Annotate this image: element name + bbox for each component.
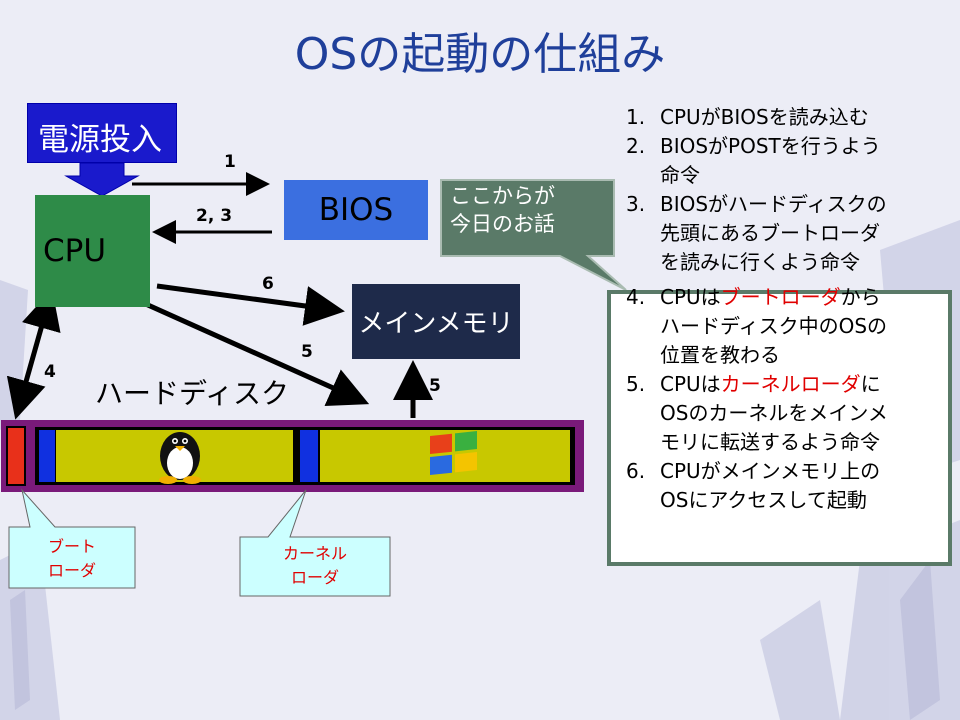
step-text-pre: CPUは [660, 285, 721, 309]
step-text: 命令 [660, 163, 700, 187]
steps-list: 1. CPUがBIOSを読み込む 2. BIOSがPOSTを行うよう 命令 3.… [616, 103, 960, 515]
step-text: CPUがメインメモリ上の [660, 459, 881, 483]
step-number: 3. [626, 192, 646, 216]
step-number: 4. [626, 285, 646, 309]
step-1: 1. CPUがBIOSを読み込む [616, 103, 960, 132]
boot-loader-line-1: ブート [47, 537, 96, 556]
arrow-5-diagonal [108, 285, 370, 406]
step-text: CPUはブートローダから [660, 283, 960, 312]
step-3: 3. BIOSがハードディスクの 先頭にあるブートローダ を読みに行くよう命令 [616, 190, 960, 277]
step-text: ハードディスク中のOSの [660, 314, 888, 338]
steps-frame [607, 290, 952, 566]
power-on-box: 電源投入 [27, 103, 177, 163]
speech-line-1: ここからが [450, 184, 555, 208]
step-4: 4. CPUはブートローダから ハードディスク中のOSの 位置を教わる [616, 283, 960, 370]
step-number: 6. [626, 459, 646, 483]
step-2: 2. BIOSがPOSTを行うよう 命令 [616, 132, 960, 190]
arrow-6 [156, 283, 345, 326]
step-text: OSにアクセスして起動 [660, 488, 867, 512]
hard-disk-label: ハードディスク [95, 377, 290, 410]
kernel-loader-block [300, 430, 318, 482]
bios-box: BIOS [284, 180, 428, 240]
kernel-loader-callout [239, 489, 391, 597]
step-text: 位置を教わる [660, 343, 780, 367]
step-text: モリに転送するよう命令 [660, 430, 880, 454]
step-text-highlight: カーネルローダ [720, 372, 861, 396]
arrow-label-4: 4 [44, 362, 56, 382]
step-text-pre: CPUは [660, 372, 721, 396]
step-text: BIOSがハードディスクの [660, 192, 887, 216]
step-text-post: に [860, 372, 881, 396]
arrow-label-5-diagonal: 5 [301, 342, 313, 362]
kernel-loader-label: カーネル ローダ [240, 542, 390, 590]
arrow-label-1: 1 [224, 152, 236, 172]
step-number: 1. [626, 105, 646, 129]
step-number: 5. [626, 372, 646, 396]
boot-loader-block [6, 426, 26, 486]
step-5: 5. CPUはカーネルローダに OSのカーネルをメインメ モリに転送するよう命令 [616, 370, 960, 457]
windows-logo-icon [430, 431, 477, 475]
step-text: CPUはカーネルローダに [660, 370, 960, 399]
step-text: 先頭にあるブートローダ [660, 221, 880, 245]
arrow-label-2-3: 2, 3 [196, 206, 233, 226]
kernel-loader-line-1: カーネル [282, 544, 347, 563]
boot-loader-label: ブート ローダ [9, 535, 135, 583]
step-text: OSのカーネルをメインメ [660, 401, 888, 425]
slide-title: OSの起動の仕組み [294, 29, 666, 80]
step-text: CPUがBIOSを読み込む [660, 105, 869, 129]
step-text-highlight: ブートローダ [720, 285, 841, 309]
arrow-label-6: 6 [262, 274, 274, 294]
step-number: 2. [626, 134, 646, 158]
speech-line-2: 今日のお話 [450, 212, 555, 236]
boot-loader-line-2: ローダ [47, 561, 96, 580]
step-text: を読みに行くよう命令 [660, 250, 860, 274]
cpu-box: CPU [35, 195, 150, 307]
step-text-post: から [840, 285, 881, 309]
boot-loader-callout [8, 488, 136, 589]
step-6: 6. CPUがメインメモリ上の OSにアクセスして起動 [616, 457, 960, 515]
speech-bubble-text: ここからが 今日のお話 [450, 182, 600, 238]
kernel-loader-line-2: ローダ [290, 568, 339, 587]
linux-penguin-icon [159, 432, 201, 484]
main-memory-box: メインメモリ [352, 284, 520, 359]
step-text: BIOSがPOSTを行うよう [660, 134, 881, 158]
arrow-label-5-up: 5 [429, 376, 441, 396]
power-down-arrow [64, 162, 140, 197]
arrow-4 [6, 289, 61, 420]
speech-bubble [440, 179, 627, 291]
